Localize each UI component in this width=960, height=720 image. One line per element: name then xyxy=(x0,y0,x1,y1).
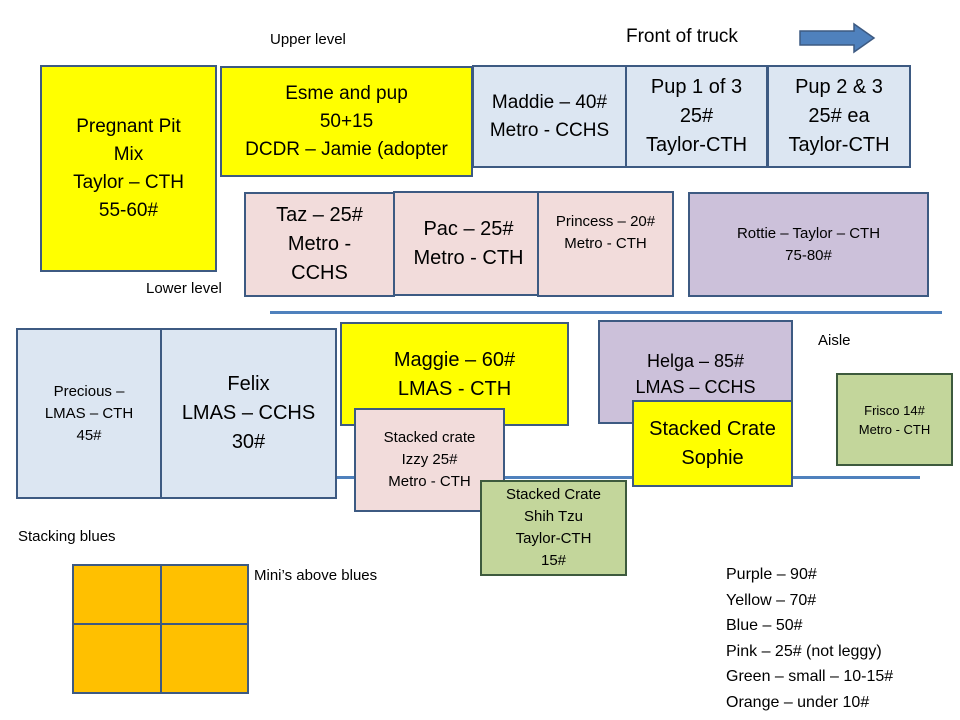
minis-above-blues-label: Mini’s above blues xyxy=(254,567,378,584)
color-legend: Purple – 90# Yellow – 70# Blue – 50# Pin… xyxy=(726,562,893,715)
crate-princess: Princess – 20#Metro - CTH xyxy=(537,191,674,297)
mini-crate-bottom-left xyxy=(72,623,162,694)
mini-crate-bottom-right xyxy=(160,623,249,694)
legend-purple: Purple – 90# xyxy=(726,566,817,583)
stacking-blues-label: Stacking blues xyxy=(18,528,116,545)
upper-level-label: Upper level xyxy=(270,31,346,48)
crate-taz: Taz – 25#Metro -CCHS xyxy=(244,192,395,297)
crate-pac: Pac – 25#Metro - CTH xyxy=(393,191,544,296)
mini-crate-top-left xyxy=(72,564,162,625)
aisle-line-upper xyxy=(270,311,942,314)
legend-pink: Pink – 25# (not leggy) xyxy=(726,642,882,660)
aisle-label: Aisle xyxy=(818,332,851,349)
lower-level-label: Lower level xyxy=(146,280,222,297)
mini-crate-top-right xyxy=(160,564,249,625)
legend-yellow: Yellow – 70# xyxy=(726,591,817,609)
legend-green: Green – small – 10-15# xyxy=(726,668,894,685)
front-arrow-icon xyxy=(799,22,876,54)
front-of-truck-label: Front of truck xyxy=(626,26,738,47)
legend-orange: Orange – under 10# xyxy=(726,693,870,711)
crate-maddie: Maddie – 40#Metro - CCHS xyxy=(472,65,627,168)
legend-blue: Blue – 50# xyxy=(726,617,803,634)
crate-frisco: Frisco 14#Metro - CTH xyxy=(836,373,953,466)
aisle-line-lower xyxy=(336,476,920,479)
